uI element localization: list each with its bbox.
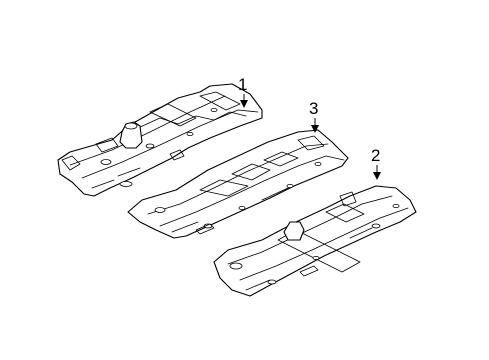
floor-pan-rear-rib [245,227,373,291]
callout-1: 1 [238,75,248,108]
floor-pan-center-tunnel-2 [159,155,345,227]
floor-pan-rear-outline [213,185,417,297]
floor-pan-front-crossmember [149,103,197,127]
floor-pan-front-ridge [69,95,226,166]
floor-pan-front-rail [199,91,241,111]
floor-pan-front-ridge-2 [81,109,259,179]
floor-pan-center-bracket-2 [263,151,299,167]
floor-pan-rear-ridge [227,195,393,265]
floor-pan-front-hole-d [186,131,194,136]
floor-pan-front-hole-b [119,181,133,187]
floor-pan-rear [213,185,417,297]
floor-pan-front-rib [91,167,141,189]
floor-pan-rear-hole-b [267,279,277,285]
floor-pan-front-hole-e [210,108,218,113]
floor-pan-center-rail [199,179,249,197]
callout-3-label: 3 [309,99,318,118]
floor-pan-front-lip [61,155,81,171]
callout-1-label: 1 [238,75,247,94]
floor-pan-center-rib [171,187,289,233]
callout-3-arrow [311,125,319,133]
floor-pan-front-slot [169,149,185,161]
floor-pan-rear-hole-e [392,203,400,208]
floor-pan-front-bracket [95,137,119,153]
floor-pan-front-channel [137,111,247,129]
floor-pan-front-outline [57,83,263,197]
callout-2-arrow [373,172,381,180]
floor-pan-center-hole-c [238,205,246,210]
floor-pan-rear-hole-d [371,223,381,229]
floor-pan-rear-slot [299,265,319,277]
floor-pan-center-hole-e [314,161,322,166]
floor-pan-center [127,129,349,239]
floor-pan-rear-hole-a [229,262,243,270]
floor-pan-rear-hole-c [312,255,320,260]
floor-pan-rear-ridge-2 [239,207,409,281]
floor-pan-front [57,83,263,197]
floor-pan-center-flange [297,135,325,151]
callout-2: 2 [371,146,381,180]
callout-3: 3 [309,99,319,133]
floor-pan-center-tunnel [147,143,329,215]
floor-pan-front-hole-c [145,143,155,149]
floor-pan-center-slot [195,223,215,235]
floor-pan-front-mount-top [124,122,138,130]
floor-pan-center-hole-d [286,183,294,188]
floor-pan-rear-rail [325,203,365,223]
floor-pan-center-bracket [231,163,271,181]
floor-pan-rear-bracket [339,191,357,207]
callout-1-arrow [240,100,248,108]
callout-2-label: 2 [371,146,380,165]
floor-pan-center-hole-a [154,207,166,213]
floor-pan-rear-mount [283,221,305,241]
floor-pan-front-hole-a [100,159,112,165]
